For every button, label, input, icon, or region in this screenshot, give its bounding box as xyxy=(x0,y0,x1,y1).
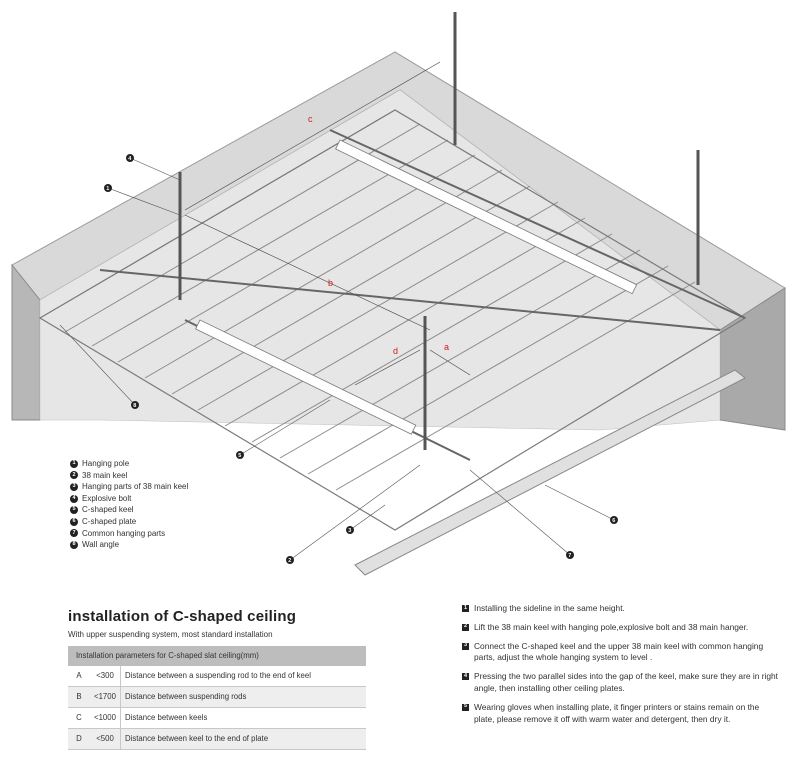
callout-4-label: 4 xyxy=(128,156,132,162)
table-row: D <500 Distance between keel to the end of… xyxy=(68,729,366,750)
ceiling-slats xyxy=(39,109,696,491)
legend-item: 8 Wall angle xyxy=(70,539,188,551)
legend-text: C-shaped keel xyxy=(82,505,134,515)
step-number: 2 xyxy=(462,623,469,631)
step-item: 3 Connect the C-shaped keel and the upper… xyxy=(462,641,782,665)
c-keel-teeth xyxy=(195,139,638,435)
hanging-poles xyxy=(178,12,700,450)
callout-2 xyxy=(286,556,294,564)
legend-item: 3 Hanging parts of 38 main keel xyxy=(70,481,188,493)
step-item: 5 Wearing gloves when installing plate, i… xyxy=(462,702,782,726)
row-key: A xyxy=(76,671,82,680)
dimension-lines xyxy=(184,61,471,386)
legend-item: 5 C-shaped keel xyxy=(70,504,188,516)
legend-text: Hanging pole xyxy=(82,459,130,468)
dimension-d: d xyxy=(393,346,398,356)
step-number: 5 xyxy=(462,703,469,711)
table-row: A <300 Distance between a suspending rod t… xyxy=(68,666,366,687)
section-title: installation of C-shaped ceiling xyxy=(68,608,297,625)
detached-c-plate xyxy=(354,369,746,576)
step-item: 4 Pressing the two parallel sides into th… xyxy=(462,671,782,695)
step-text: Connect the C-shaped keel and the upper … xyxy=(474,640,764,663)
row-description: Distance between a suspending rod to the… xyxy=(120,666,366,686)
legend-number: 4 xyxy=(70,494,78,503)
callout-8 xyxy=(131,401,139,409)
callout-7 xyxy=(566,551,574,559)
legend-text: C-shaped plate xyxy=(82,516,137,526)
step-item: 1 Installing the sideline in the same hei… xyxy=(462,603,782,615)
row-key: C xyxy=(76,713,82,722)
table-header: Installation parameters for C-shaped sla… xyxy=(68,646,366,666)
step-text: Pressing the two parallel sides into the… xyxy=(474,671,778,693)
row-key: D xyxy=(76,734,82,743)
row-value: <500 xyxy=(96,734,114,743)
dimension-c: c xyxy=(308,114,313,124)
section-subtitle: With upper suspending system, most stand… xyxy=(68,630,273,639)
callout-8-label: 8 xyxy=(133,403,136,409)
row-value: <1000 xyxy=(94,713,116,722)
callout-1 xyxy=(104,184,112,192)
step-text: Wearing gloves when installing plate, it… xyxy=(474,701,760,724)
installation-steps: 1 Installing the sideline in the same hei… xyxy=(462,603,782,732)
callout-6 xyxy=(610,516,618,524)
step-number: 1 xyxy=(462,604,469,612)
legend-text: Hanging parts of 38 main keel xyxy=(82,482,189,492)
callout-3-label: 3 xyxy=(348,528,351,534)
legend-number: 6 xyxy=(70,517,78,526)
legend-text: Explosive bolt xyxy=(82,493,132,503)
legend-item: 6 C-shaped plate xyxy=(70,516,188,528)
legend-number: 5 xyxy=(70,506,78,515)
dimension-b: b xyxy=(328,278,333,288)
table-row: B <1700 Distance between suspending rods xyxy=(68,687,366,708)
row-key: B xyxy=(76,692,82,701)
row-description: Distance between keels xyxy=(120,708,366,728)
row-value: <1700 xyxy=(94,692,116,701)
step-text: Lift the 38 main keel with hanging pole,… xyxy=(474,621,749,632)
legend-text: Common hanging parts xyxy=(82,528,166,538)
callout-1-label: 1 xyxy=(106,186,109,192)
callout-6-label: 6 xyxy=(612,518,615,524)
parameters-table: Installation parameters for C-shaped sla… xyxy=(68,646,366,750)
legend-item: 7 Common hanging parts xyxy=(70,528,188,540)
callout-3 xyxy=(346,526,354,534)
row-description: Distance between suspending rods xyxy=(120,687,366,707)
legend-item: 4 Explosive bolt xyxy=(70,493,188,505)
callout-7-label: 7 xyxy=(568,553,571,559)
legend-item: 2 38 main keel xyxy=(70,470,188,482)
legend-number: 3 xyxy=(70,482,78,491)
step-text: Installing the sideline in the same heig… xyxy=(474,603,625,613)
step-number: 3 xyxy=(462,642,469,650)
legend-text: 38 main keel xyxy=(82,470,128,480)
legend-item: 1 Hanging pole xyxy=(70,458,188,470)
dimension-a: a xyxy=(444,342,449,352)
callout-4 xyxy=(126,154,134,162)
legend-text: Wall angle xyxy=(82,540,120,550)
concrete-wall-front xyxy=(39,89,721,431)
parts-legend: 1 Hanging pole 2 38 main keel 3 Hanging par… xyxy=(70,458,188,551)
row-value: <300 xyxy=(96,671,114,680)
callout-5-label: 5 xyxy=(238,453,241,459)
legend-number: 8 xyxy=(70,540,78,549)
callout-2-label: 2 xyxy=(288,558,291,564)
step-number: 4 xyxy=(462,672,469,681)
legend-number: 1 xyxy=(70,459,78,468)
legend-number: 2 xyxy=(70,471,78,480)
callout-5 xyxy=(236,451,244,459)
ceiling-installation-diagram: c b d a 4 1 8 5 2 3 7 6 xyxy=(11,12,786,576)
row-description: Distance between keel to the end of plat… xyxy=(120,729,366,749)
table-row: C <1000 Distance between keels xyxy=(68,708,366,729)
legend-number: 7 xyxy=(70,529,78,538)
step-item: 2 Lift the 38 main keel with hanging pole… xyxy=(462,622,782,634)
